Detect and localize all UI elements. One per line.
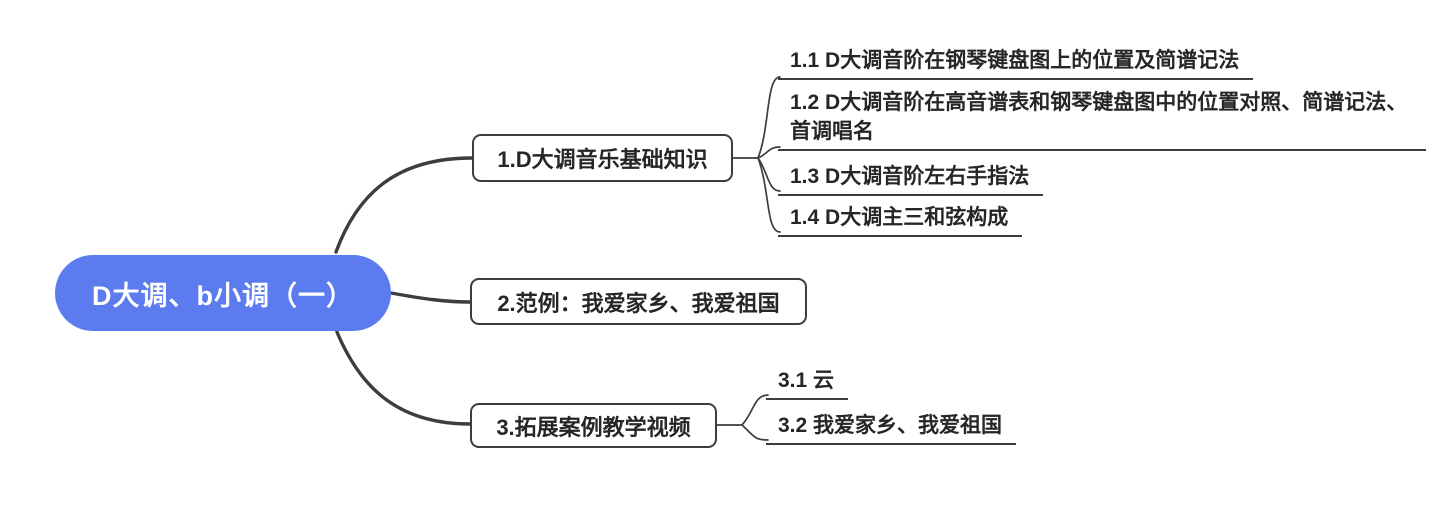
connector-branch1-child-2 — [757, 146, 781, 159]
connector-branch3-child-2 — [741, 424, 769, 441]
branch-topic-3[interactable]: 3.拓展案例教学视频 — [470, 403, 717, 448]
connector-branch3-child-1 — [741, 394, 769, 426]
subtopic-3-1[interactable]: 3.1 云 — [766, 366, 849, 400]
subtopic-3-2[interactable]: 3.2 我爱家乡、我爱祖国 — [766, 411, 1017, 445]
subtopic-1-1[interactable]: 1.1 D大调音阶在钢琴键盘图上的位置及简谱记法 — [778, 46, 1254, 80]
connector-root-branch-3 — [335, 330, 472, 426]
connector-branch1-child-4 — [757, 157, 781, 233]
connector-root-branch-1 — [334, 156, 474, 254]
subtopic-1-2[interactable]: 1.2 D大调音阶在高音谱表和钢琴键盘图中的位置对照、简谱记法、首调唱名 — [778, 88, 1426, 151]
subtopic-1-4[interactable]: 1.4 D大调主三和弦构成 — [778, 203, 1023, 237]
connector-root-branch-2 — [389, 291, 472, 304]
branch-topic-2[interactable]: 2.范例：我爱家乡、我爱祖国 — [470, 278, 807, 325]
connector-branch1-child-1 — [757, 76, 781, 159]
subtopic-1-3[interactable]: 1.3 D大调音阶左右手指法 — [778, 162, 1044, 196]
root-topic[interactable]: D大调、b小调（一） — [55, 255, 391, 331]
branch-topic-1[interactable]: 1.D大调音乐基础知识 — [472, 134, 733, 182]
connector-branch1-child-3 — [757, 157, 781, 192]
